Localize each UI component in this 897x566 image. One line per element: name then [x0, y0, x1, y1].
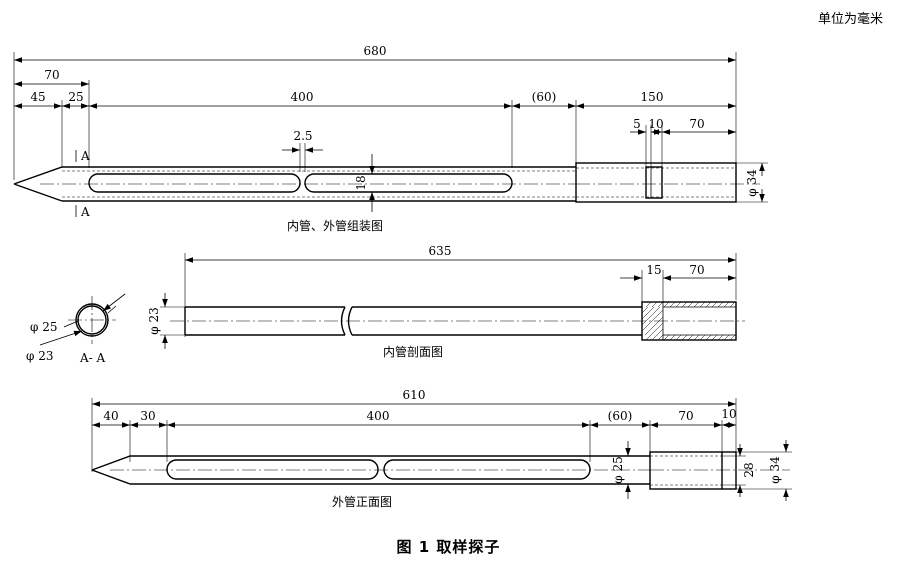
dim-5: 5 — [633, 117, 641, 131]
dim-28: 28 — [742, 462, 756, 477]
dim-15: 15 — [646, 263, 661, 277]
dim-10-outer: 10 — [721, 407, 736, 421]
dim-25: 25 — [68, 90, 83, 104]
section-aa-view: φ 25 φ 23 A- A — [26, 293, 126, 365]
section-mark-top: A — [80, 149, 90, 163]
dim-70: 70 — [44, 68, 59, 82]
dim-phi23-section: φ 23 — [26, 349, 54, 363]
dim-150: 150 — [641, 90, 664, 104]
dim-60: (60) — [532, 90, 557, 104]
figure-title: 图 1 取样探子 — [396, 538, 501, 556]
section-mark-bottom: A — [80, 205, 90, 219]
dim-18: 18 — [354, 175, 368, 190]
dim-phi23: φ 23 — [147, 307, 161, 335]
outer-caption: 外管正面图 — [332, 494, 392, 509]
assembly-view: 680 70 45 25 400 (60) 150 5 10 70 2.5 — [13, 44, 768, 233]
sleeve-hatching — [641, 301, 736, 341]
unit-note: 单位为毫米 — [817, 12, 883, 27]
dim-400-outer: 400 — [367, 409, 390, 423]
dim-610: 610 — [403, 388, 426, 402]
inner-tube-view: 635 15 70 φ 23 内管剖面图 — [147, 244, 745, 359]
dim-45: 45 — [30, 90, 45, 104]
dim-400: 400 — [291, 90, 314, 104]
dim-40: 40 — [103, 409, 118, 423]
outer-tube-view: 610 40 30 400 (60) 70 10 φ 25 28 — [91, 388, 792, 509]
dim-70-outer: 70 — [678, 409, 693, 423]
dim-70-inner: 70 — [689, 263, 704, 277]
dim-60-outer: (60) — [608, 409, 633, 423]
dim-10: 10 — [648, 117, 663, 131]
dim-phi34: φ 34 — [745, 169, 759, 197]
dim-70-head: 70 — [689, 117, 704, 131]
dim-30: 30 — [140, 409, 155, 423]
assembly-caption: 内管、外管组装图 — [287, 218, 383, 233]
dim-2-5: 2.5 — [293, 129, 312, 143]
dim-phi25-section: φ 25 — [30, 320, 58, 334]
dim-phi25: φ 25 — [611, 456, 625, 484]
dim-phi34-outer: φ 34 — [768, 456, 782, 484]
dim-total-680: 680 — [364, 44, 387, 58]
dim-635: 635 — [429, 244, 452, 258]
section-label: A- A — [79, 351, 106, 365]
inner-caption: 内管剖面图 — [383, 344, 443, 359]
